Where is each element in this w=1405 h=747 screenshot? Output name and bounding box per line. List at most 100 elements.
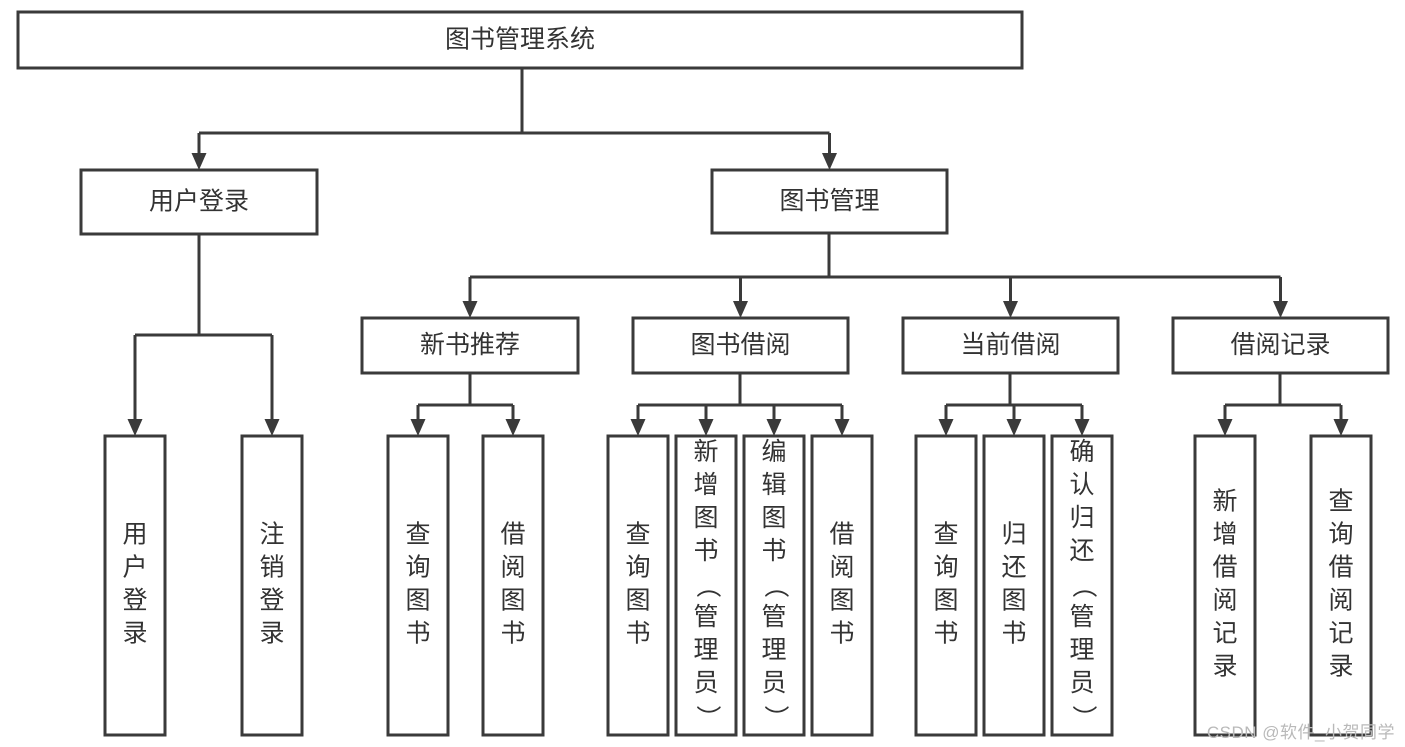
edge-arrowhead	[127, 419, 143, 436]
node-label-char: 新	[693, 438, 718, 466]
node-label-char: 书	[1001, 620, 1026, 648]
edge-arrowhead	[1273, 301, 1288, 318]
node-label-char: 查	[405, 521, 430, 549]
node-bookmgmt[interactable]: 图书管理	[710, 168, 949, 235]
node-box	[79, 168, 319, 236]
node-label-char: 询	[933, 554, 958, 582]
node-box	[1171, 316, 1390, 375]
node-box	[240, 434, 304, 737]
node-box	[1309, 434, 1373, 737]
node-box	[674, 434, 738, 737]
node-newbook[interactable]: 新书推荐	[360, 316, 580, 375]
edge-arrowhead	[264, 419, 280, 436]
node-label-char: 借	[1328, 554, 1353, 582]
edge-arrowhead	[1217, 419, 1233, 436]
node-label-char: 阅	[1212, 587, 1237, 615]
node-label-char: 询	[625, 554, 650, 582]
node-label: 图书管理	[779, 187, 879, 215]
edge-arrowhead	[630, 419, 646, 436]
node-root[interactable]: 图书管理系统	[16, 10, 1024, 70]
node-label-char: 书	[500, 620, 525, 648]
node-label-char: 书	[761, 537, 786, 565]
node-label-char: 登	[122, 587, 147, 615]
node-label-char: 辑	[761, 471, 786, 499]
node-label-char: ）	[1069, 705, 1097, 730]
node-label-char: 录	[1212, 653, 1237, 681]
node-label-char: 书	[933, 620, 958, 648]
node-label-char: ）	[693, 705, 721, 730]
node-label: 借阅记录	[1230, 331, 1330, 359]
edge-arrowhead	[462, 301, 478, 318]
node-label-char: 借	[1212, 554, 1237, 582]
node-label-char: 归	[1069, 504, 1094, 532]
node-label: 用户登录	[122, 521, 147, 648]
edge-arrowhead	[1333, 419, 1349, 436]
node-label: 图书借阅	[690, 331, 790, 359]
node-label-char: 书	[693, 537, 718, 565]
node-label: 当前借阅	[960, 331, 1060, 359]
node-borrow[interactable]: 图书借阅	[631, 316, 850, 375]
edge-arrowhead	[1074, 419, 1090, 436]
node-label-char: 认	[1069, 471, 1094, 499]
node-label-char: 登	[259, 587, 284, 615]
node-label-char: 增	[693, 471, 718, 499]
node-label-char: 阅	[500, 554, 525, 582]
node-login[interactable]: 用户登录	[79, 168, 319, 236]
edge-arrowhead	[766, 419, 782, 436]
node-label-char: 查	[1328, 488, 1353, 516]
node-label: 用户登录	[149, 188, 249, 216]
node-label-char: （	[693, 573, 721, 598]
node-box	[481, 434, 545, 737]
node-label-char: 录	[122, 620, 147, 648]
node-label-char: 确	[1069, 438, 1094, 466]
node-label-char: 理	[693, 636, 718, 664]
node-label-char: 图	[500, 587, 525, 615]
node-label-char: 借	[500, 521, 525, 549]
node-label-char: 理	[1069, 636, 1094, 664]
node-box	[360, 316, 580, 375]
node-label-char: （	[761, 573, 789, 598]
node-label-char: 还	[1069, 537, 1094, 565]
node-label-char: 借	[829, 521, 854, 549]
node-box	[386, 434, 450, 737]
edge-arrowhead	[1003, 301, 1018, 318]
node-label-char: 书	[405, 620, 430, 648]
node-l-login[interactable]: 用户登录	[103, 434, 167, 737]
node-records[interactable]: 借阅记录	[1171, 316, 1390, 375]
node-label-char: 增	[1212, 521, 1237, 549]
node-label: 图书管理系统	[445, 26, 595, 54]
node-label-char: 图	[933, 587, 958, 615]
node-label-char: 新	[1212, 488, 1237, 516]
edge-arrowhead	[698, 419, 714, 436]
node-box	[710, 168, 949, 235]
edges-layer	[127, 68, 1349, 436]
node-box	[742, 434, 806, 737]
edge-arrowhead	[191, 153, 207, 170]
edge-arrowhead	[834, 419, 850, 436]
edge-arrowhead	[1006, 419, 1022, 436]
node-current[interactable]: 当前借阅	[901, 316, 1120, 375]
node-label-char: 员	[1069, 669, 1094, 697]
edge-group-g-records	[1217, 373, 1349, 436]
node-label-char: 书	[625, 620, 650, 648]
node-box	[901, 316, 1120, 375]
edge-group-g-book	[462, 233, 1288, 318]
node-box	[810, 434, 874, 737]
